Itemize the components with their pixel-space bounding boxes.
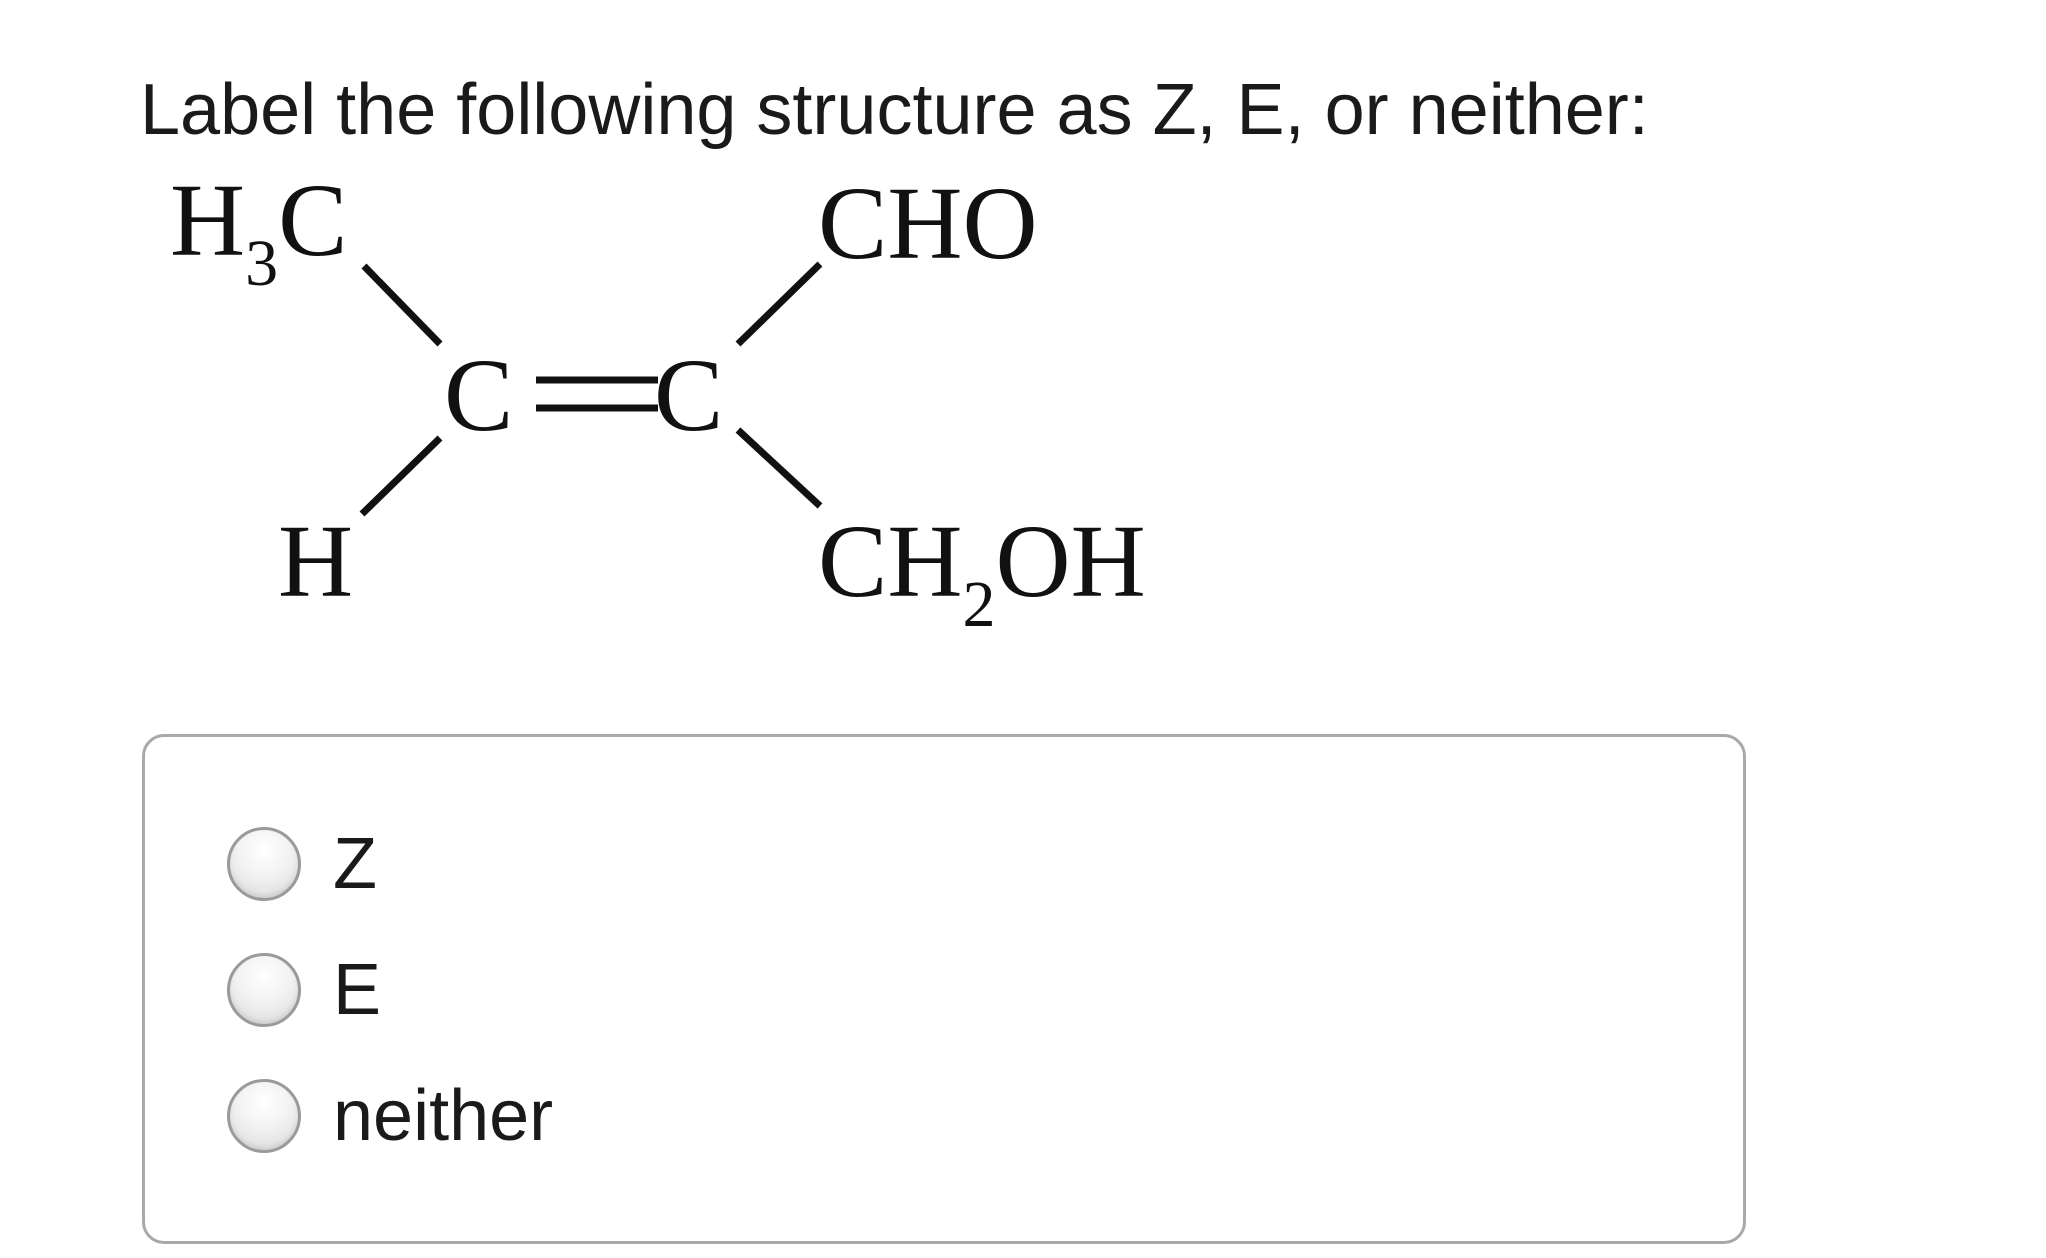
left-carbon-atom: C	[444, 338, 513, 453]
top-right-group: CHO	[818, 166, 1038, 281]
option-z[interactable]: Z	[227, 819, 377, 909]
right-carbon-atom: C	[654, 338, 723, 453]
bond-bottom-right	[735, 427, 823, 509]
option-label-neither: neither	[333, 1076, 554, 1156]
bond-bottom-left	[359, 435, 443, 517]
bond-top-left	[361, 263, 443, 347]
radio-button-e[interactable]	[227, 953, 301, 1027]
bottom-left-group: H	[278, 504, 353, 619]
bond-top-right	[735, 261, 823, 347]
question-text: Label the following structure as Z, E, o…	[140, 70, 1649, 150]
option-label-e: E	[333, 950, 382, 1030]
top-left-group: H3C	[170, 163, 347, 300]
answer-options-box: Z E neither	[142, 734, 1746, 1244]
bottom-right-group: CH2OH	[818, 504, 1146, 641]
option-e[interactable]: E	[227, 945, 381, 1035]
option-label-z: Z	[333, 824, 377, 904]
alkene-structure: H3C CHO H CH2OH C C	[170, 163, 1146, 641]
radio-button-z[interactable]	[227, 827, 301, 901]
radio-button-neither[interactable]	[227, 1079, 301, 1153]
option-neither[interactable]: neither	[227, 1071, 553, 1161]
